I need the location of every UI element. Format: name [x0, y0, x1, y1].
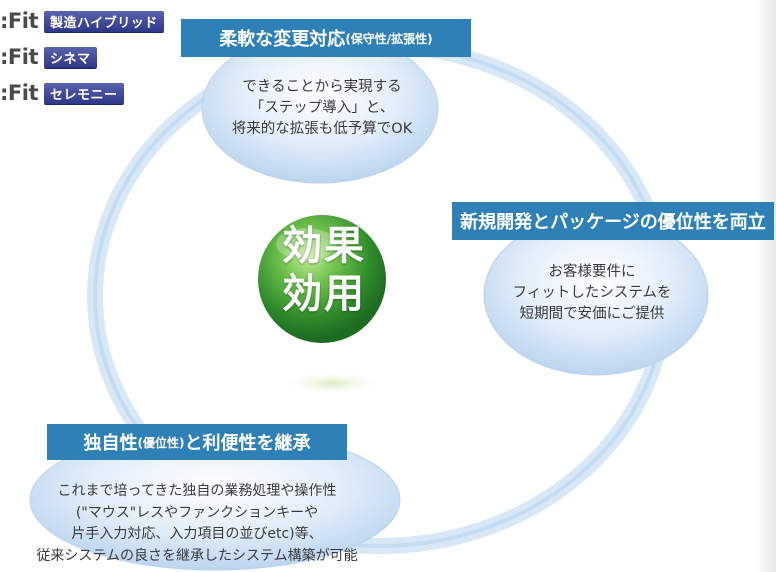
description-flexible-change: できることから実現する 「ステップ導入」と、 将来的な拡張も低予算でOK [204, 77, 440, 140]
product-list: :Fit 製造ハイブリッド :Fit シネマ :Fit セレモニー [0, 6, 164, 114]
product-badge: シネマ [43, 46, 97, 68]
banner-flexible-change: 柔軟な変更対応 (保守性/拡張性) [181, 19, 471, 57]
product-item: :Fit 製造ハイブリッド [0, 6, 164, 36]
description-new-dev-package: お客様要件に フィットしたシステムを 短期間で安価にご提供 [472, 262, 712, 325]
product-badge: セレモニー [43, 82, 124, 104]
description-line: 「ステップ導入」と、 [249, 100, 395, 116]
sphere-shadow [277, 371, 387, 395]
description-line: お客様要件に [548, 264, 636, 280]
product-name: :Fit [0, 9, 38, 33]
banner-subtitle: (優位性) [137, 435, 185, 450]
center-sphere [258, 215, 386, 343]
description-line: これまで培ってきた独自の業務処理や操作性 [57, 483, 337, 499]
description-uniqueness-convenience: これまで培ってきた独自の業務処理や操作性 ("マウス"レスやファンクションキーや… [0, 481, 394, 567]
banner-title: 柔軟な変更対応 [219, 29, 346, 50]
description-line: フィットしたシステムを [512, 285, 672, 301]
product-badge: 製造ハイブリッド [43, 10, 164, 32]
right-edge-shade [754, 0, 776, 572]
banner-title-part: と利便性を継承 [184, 433, 311, 454]
description-line: 片手入力対応、入力項目の並びetc)等、 [71, 526, 323, 542]
product-name: :Fit [0, 45, 38, 69]
center-label-line: 効用 [282, 271, 366, 317]
description-line: できることから実現する [242, 79, 402, 95]
center-label-line: 効果 [282, 223, 366, 269]
product-item: :Fit セレモニー [0, 78, 164, 108]
banner-new-dev-package: 新規開発とパッケージの優位性を両立 [452, 202, 774, 240]
sphere-highlight [276, 228, 336, 260]
banner-title-part: 独自性 [83, 433, 138, 454]
banner-subtitle: (保守性/拡張性) [345, 31, 433, 46]
product-name: :Fit [0, 81, 38, 105]
product-item: :Fit シネマ [0, 42, 164, 72]
description-line: 将来的な拡張も低予算でOK [231, 121, 413, 137]
banner-uniqueness-convenience: 独自性 (優位性) と利便性を継承 [47, 424, 347, 460]
description-line: ("マウス"レスやファンクションキーや [75, 504, 319, 521]
description-line: 従来システムの良さを継承したシステム構築が可能 [36, 547, 358, 564]
center-label: 効果 効用 [264, 222, 384, 318]
description-line: 短期間で安価にご提供 [519, 306, 665, 322]
banner-title: 新規開発とパッケージの優位性を両立 [460, 212, 766, 233]
